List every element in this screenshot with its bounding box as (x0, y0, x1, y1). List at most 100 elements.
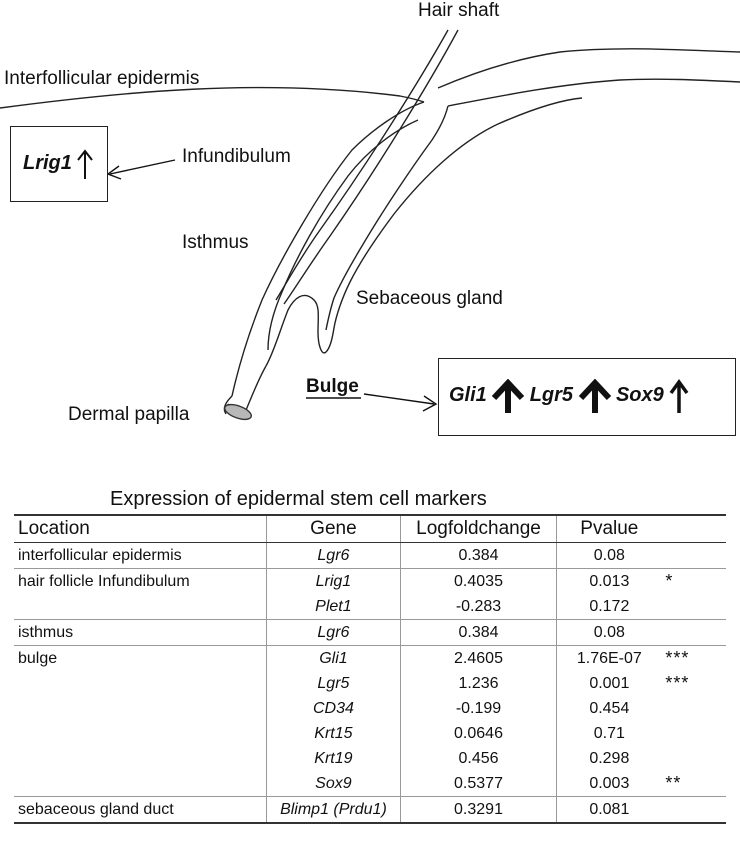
bulge-arrow (363, 393, 438, 412)
bold-up-arrow-icon (492, 379, 525, 413)
follicle-inner-left (267, 119, 419, 351)
epidermis-left-line (0, 86, 425, 109)
header-gene: Gene (266, 514, 401, 543)
cell-significance: * (661, 568, 726, 594)
cell-significance (661, 619, 726, 646)
header-significance (661, 514, 726, 543)
gene-sox9-label: Sox9 (615, 384, 664, 407)
follicle-outer-left (231, 101, 425, 397)
cell-location (14, 594, 268, 620)
cell-significance: ** (665, 773, 682, 793)
header-logfoldchange: Logfoldchange (400, 514, 558, 543)
cell-gene: Plet1 (266, 594, 401, 620)
header-location: Location (14, 514, 268, 543)
cell-significance (661, 543, 726, 569)
infundibulum-marker-box: Lrig1 (10, 126, 108, 202)
cell-logfoldchange: 0.0646 (400, 721, 558, 746)
cell-logfoldchange: -0.199 (400, 696, 558, 721)
cell-pvalue: 1.76E-07 (556, 645, 662, 671)
follicle-bottom-left (223, 395, 233, 415)
cell-significance: *** (665, 673, 690, 693)
hair-shaft-right (283, 29, 459, 305)
follicle-outer-right (325, 105, 449, 331)
cell-pvalue: 0.001 (589, 674, 630, 692)
cell-gene: Gli1 (266, 645, 401, 671)
table-header-row: Location Gene Logfoldchange Pvalue (14, 514, 726, 543)
bold-up-arrow-icon (578, 379, 611, 413)
gene-gli1-label: Gli1 (449, 384, 487, 407)
cell-gene: Lrig1 (266, 568, 401, 594)
cell-gene: Lgr6 (266, 619, 401, 646)
bulge-label: Bulge (306, 376, 359, 397)
gene-lgr5-label: Lgr5 (529, 384, 574, 407)
cell-logfoldchange: 0.384 (400, 619, 558, 646)
stem-cell-marker-table: Location Gene Logfoldchange Pvalue inter… (14, 514, 726, 824)
hair-shaft-left (275, 29, 449, 301)
infundibulum-label: Infundibulum (182, 146, 291, 167)
dermal-papilla-label: Dermal papilla (68, 404, 190, 425)
cell-location: hair follicle Infundibulum (14, 568, 268, 594)
cell-logfoldchange: 0.4035 (400, 568, 558, 594)
cell-logfoldchange: 0.5377 (400, 771, 558, 797)
header-pvalue: Pvalue (556, 514, 662, 543)
gene-lrig1-label: Lrig1 (23, 152, 72, 175)
dermal-papilla-shape (223, 403, 253, 421)
infundibulum-arrow (106, 159, 176, 180)
hair-shaft-label: Hair shaft (418, 0, 500, 21)
cell-location: interfollicular epidermis (14, 542, 268, 569)
cell-location (14, 696, 268, 721)
cell-logfoldchange: 1.236 (400, 671, 558, 696)
bulge-marker-box: Gli1 Lgr5 Sox9 (438, 358, 736, 436)
cell-significance (661, 696, 726, 721)
cell-pvalue: 0.08 (593, 546, 625, 564)
cell-pvalue: 0.013 (556, 568, 662, 594)
cell-significance (661, 721, 726, 746)
cell-significance (661, 594, 726, 620)
cell-significance: *** (661, 645, 726, 671)
cell-location (14, 771, 268, 797)
table-row: CD34-0.199 0.454 (14, 696, 726, 721)
cell-significance (661, 796, 726, 824)
cell-gene: CD34 (266, 696, 401, 721)
cell-pvalue: 0.454 (589, 699, 630, 717)
cell-logfoldchange: 0.384 (400, 542, 558, 569)
cell-location: isthmus (14, 619, 268, 646)
cell-logfoldchange: 2.4605 (400, 645, 558, 671)
cell-location: bulge (14, 645, 268, 671)
up-arrow-icon (669, 379, 689, 413)
hair-follicle-drawing (0, 29, 740, 421)
cell-significance (661, 746, 726, 771)
cell-pvalue: 0.298 (589, 749, 630, 767)
epidermis-inner-line (447, 78, 740, 107)
interfollicular-epidermis-label: Interfollicular epidermis (4, 68, 200, 89)
cell-gene: Krt19 (266, 746, 401, 771)
cell-pvalue: 0.172 (589, 597, 630, 615)
cell-gene: Sox9 (266, 771, 401, 797)
sebaceous-gland (265, 97, 583, 367)
cell-pvalue: 0.081 (556, 796, 662, 824)
up-arrow-icon (77, 149, 94, 179)
cell-pvalue: 0.71 (593, 724, 625, 742)
cell-pvalue: 0.08 (556, 619, 662, 646)
cell-location (14, 746, 268, 771)
sebaceous-gland-label: Sebaceous gland (356, 288, 503, 309)
cell-gene: Lgr5 (266, 671, 401, 696)
cell-gene: Lgr6 (266, 542, 401, 569)
cell-pvalue: 0.003 (589, 774, 630, 792)
isthmus-label: Isthmus (182, 232, 249, 253)
epidermis-right-line (437, 48, 740, 89)
cell-logfoldchange: 0.3291 (400, 796, 558, 824)
table-title: Expression of epidermal stem cell marker… (110, 488, 487, 510)
hair-follicle-diagram: Hair shaft Interfollicular epidermis Inf… (0, 0, 740, 436)
cell-gene: Krt15 (266, 721, 401, 746)
cell-logfoldchange: 0.456 (400, 746, 558, 771)
cell-location (14, 671, 268, 696)
